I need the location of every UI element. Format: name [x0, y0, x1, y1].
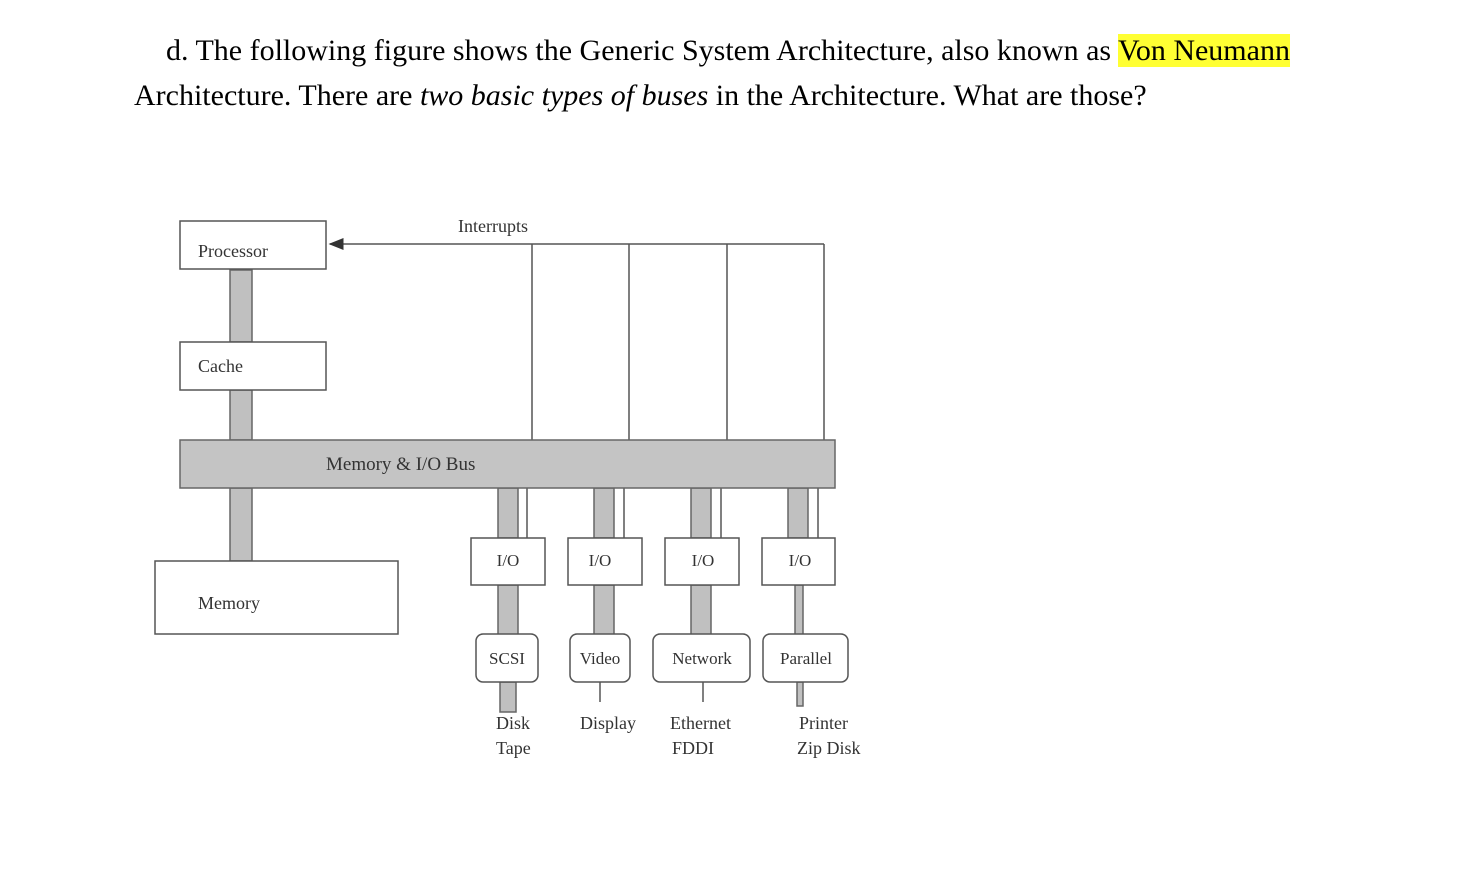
io-controller-box — [664, 537, 740, 586]
io-controller-label: I/O — [497, 551, 520, 570]
highlighted-term: Von Neumann — [1118, 34, 1290, 67]
question-line2-end: in the Architecture. What are those? — [708, 79, 1147, 112]
bus-label: Memory & I/O Bus — [326, 454, 475, 475]
device-label: Zip Disk — [797, 738, 861, 758]
memory-box — [154, 560, 399, 635]
io-connectors-2 — [593, 487, 625, 702]
memory-label: Memory — [198, 593, 260, 613]
io-connectors-4 — [787, 487, 819, 707]
cache-box — [179, 341, 327, 391]
io-controller-label: I/O — [789, 551, 812, 570]
question-line-2: Architecture. There are two basic types … — [134, 73, 1434, 118]
question-line2-start: Architecture. There are — [134, 79, 420, 112]
processor-cache-connector — [229, 269, 253, 343]
io-connectors-3 — [690, 487, 722, 702]
adapter-box — [475, 633, 539, 683]
io-controller-label: I/O — [589, 551, 612, 570]
adapter-box — [569, 633, 631, 683]
memory-io-bus — [179, 439, 836, 489]
cache-bus-connector — [229, 389, 253, 441]
io-connectors-1 — [497, 487, 528, 713]
processor-box — [179, 220, 327, 270]
adapter-label: Parallel — [780, 649, 832, 668]
adapter-box — [652, 633, 751, 683]
device-label: Ethernet — [670, 713, 731, 733]
adapter-box — [762, 633, 849, 683]
device-label: Display — [580, 713, 636, 733]
processor-label: Processor — [198, 241, 268, 261]
device-label: Printer — [799, 713, 848, 733]
question-line-1: d. The following figure shows the Generi… — [134, 28, 1434, 73]
device-label: Tape — [496, 738, 531, 758]
question-text: d. The following figure shows the Generi… — [134, 28, 1434, 118]
io-controller-label: I/O — [692, 551, 715, 570]
io-controller-box — [567, 537, 643, 586]
question-emphasis: two basic types of buses — [419, 79, 709, 112]
io-controller-box — [761, 537, 836, 586]
io-controller-box — [470, 537, 546, 586]
device-label: Disk — [496, 713, 530, 733]
bus-memory-connector — [229, 487, 253, 562]
adapter-label: Video — [580, 649, 621, 668]
cache-label: Cache — [198, 356, 243, 376]
device-label: FDDI — [672, 738, 714, 758]
adapter-label: SCSI — [489, 649, 525, 668]
interrupts-label: Interrupts — [458, 216, 528, 236]
question-prefix: d. The following figure shows the Generi… — [166, 34, 1119, 67]
adapter-label: Network — [672, 649, 732, 668]
